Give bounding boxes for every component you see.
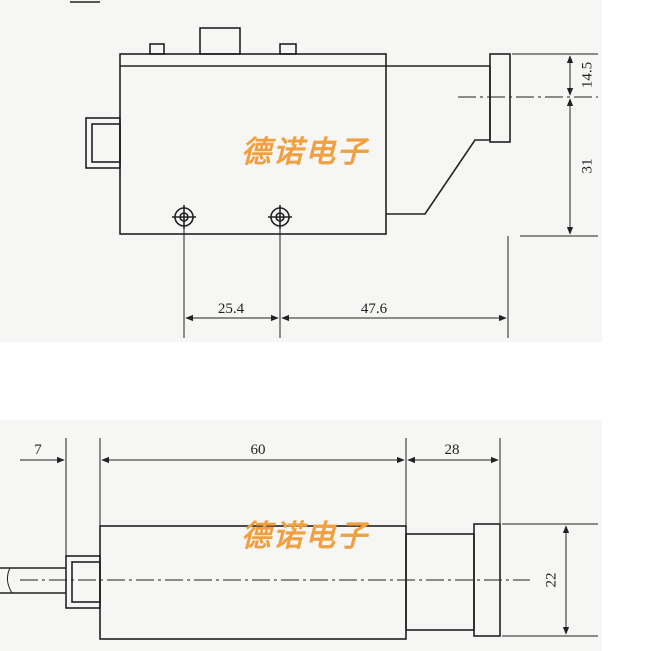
dim-label-25-4: 25.4 <box>218 301 245 317</box>
lens-cap <box>489 53 511 143</box>
watermark-top: 德诺电子 <box>241 135 370 170</box>
left-connector <box>85 117 121 169</box>
top-view-panel <box>0 0 602 342</box>
side-neck <box>405 533 475 631</box>
dim-label-14-5: 14.5 <box>579 62 595 88</box>
cable-break <box>6 567 13 594</box>
top-boss-center <box>199 27 241 55</box>
dim-label-22: 22 <box>543 573 559 588</box>
side-dimensions <box>20 438 598 637</box>
top-boss-right <box>279 43 297 55</box>
dim-label-7: 7 <box>34 442 42 458</box>
mount-hole-right <box>268 205 292 229</box>
dim-label-60: 60 <box>251 442 266 458</box>
mount-hole-left <box>172 205 196 229</box>
top-view <box>70 1 598 235</box>
cable-gland <box>65 555 101 609</box>
top-boss-left <box>149 43 165 55</box>
lens-neck <box>386 65 491 215</box>
top-dimensions <box>183 53 598 338</box>
dim-label-31: 31 <box>579 159 595 174</box>
watermark-bottom: 德诺电子 <box>241 519 370 554</box>
cable-gland-inner <box>71 561 101 603</box>
left-connector-inner <box>91 123 121 163</box>
side-view <box>0 523 530 640</box>
dim-label-28: 28 <box>445 442 460 458</box>
dim-label-47-6: 47.6 <box>361 301 388 317</box>
